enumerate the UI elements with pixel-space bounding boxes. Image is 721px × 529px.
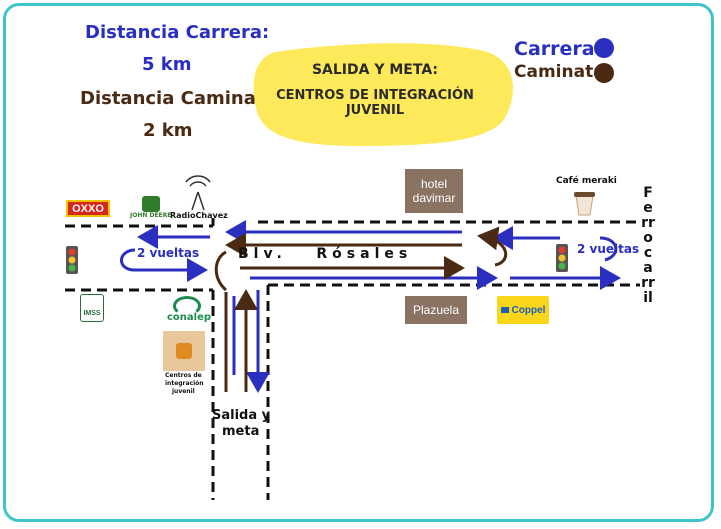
cafe-label: Café meraki xyxy=(556,176,617,186)
plazuela-text: Plazuela xyxy=(412,303,460,317)
start-finish-line2: meta xyxy=(222,424,260,439)
cij-logo xyxy=(163,331,205,371)
walk-key-label: Caminata: xyxy=(514,62,612,82)
coffee-cup-icon xyxy=(574,192,595,216)
banner-line2: CENTROS DE INTEGRACIÓN JUVENIL xyxy=(276,88,474,118)
john-deere-logo xyxy=(142,196,160,212)
laps-right-label: 2 vueltas xyxy=(577,242,640,256)
cij-caption-3: juvenil xyxy=(172,388,195,395)
banner-line1: SALIDA Y META: xyxy=(311,62,439,78)
street-label: Blv. Rósales xyxy=(238,246,413,262)
conalep-label: conalep xyxy=(167,312,212,323)
hotel-line1: hotel xyxy=(420,177,448,191)
cij-emblem xyxy=(176,343,192,359)
imss-text: IMSS xyxy=(83,309,101,317)
coppel-text: Coppel xyxy=(511,304,546,316)
traffic-light-right xyxy=(556,244,568,272)
radio-label: RadioChavez xyxy=(170,211,228,220)
hotel-sign: hotel davimar xyxy=(405,169,463,213)
hotel-line2: davimar xyxy=(412,191,456,205)
plazuela-sign: Plazuela xyxy=(405,296,467,324)
race-key-dot xyxy=(594,38,614,58)
john-deere-text: JOHN DEERE xyxy=(130,212,172,219)
cij-caption-2: integración xyxy=(165,380,204,387)
conalep-icon xyxy=(173,296,201,316)
cross-street-label: Ferrocarril xyxy=(641,185,655,306)
map-frame xyxy=(3,3,714,522)
traffic-light-left xyxy=(66,246,78,274)
race-distance-value: 5 km xyxy=(142,54,192,75)
coppel-logo: Coppel xyxy=(497,296,549,324)
walk-distance-value: 2 km xyxy=(143,120,193,141)
oxxo-text: OXXO xyxy=(72,202,104,215)
race-distance-label: Distancia Carrera: xyxy=(85,22,270,43)
oxxo-logo: OXXO xyxy=(66,200,110,217)
radio-tower-icon xyxy=(185,175,211,211)
walk-key-dot xyxy=(594,63,614,83)
cij-caption-1: Centros de xyxy=(165,372,202,379)
start-finish-line1: Salida y xyxy=(212,408,271,423)
race-key-label: Carrera: xyxy=(514,38,603,60)
coppel-mark xyxy=(500,307,509,313)
walk-distance-label: Distancia Caminata: xyxy=(80,88,284,109)
imss-logo: IMSS xyxy=(80,294,104,322)
laps-left-label: 2 vueltas xyxy=(137,246,200,260)
walk-route xyxy=(214,226,508,392)
